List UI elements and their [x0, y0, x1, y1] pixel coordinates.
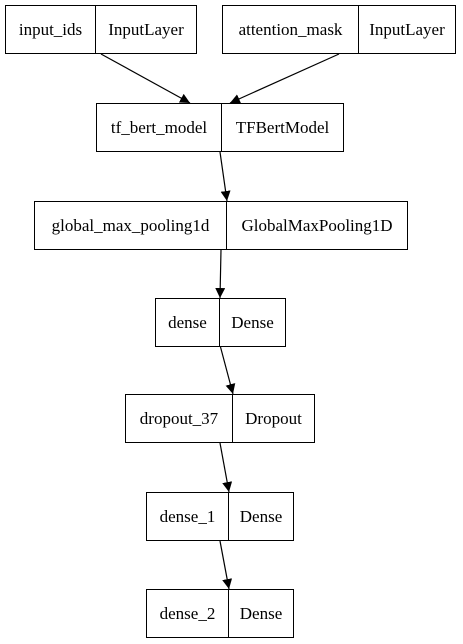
node-name: dense_1	[147, 493, 229, 540]
edge-dense-1-to-dense-2	[219, 540, 233, 590]
node-name: input_ids	[6, 6, 96, 53]
node-dropout-37: dropout_37 Dropout	[125, 394, 315, 443]
node-type: InputLayer	[369, 19, 445, 39]
node-global-max-pooling1d: global_max_pooling1d GlobalMaxPooling1D	[34, 201, 408, 250]
node-type: InputLayer	[108, 19, 184, 39]
edge-dense-to-dropout-37	[219, 346, 236, 395]
node-name: attention_mask	[223, 6, 359, 53]
node-input-ids: input_ids InputLayer	[5, 5, 197, 54]
edge-dropout-37-to-dense-1	[219, 442, 233, 493]
edge-global-max-pooling1d-to-dense	[215, 249, 226, 299]
node-type: Dense	[239, 603, 283, 623]
node-type: Dense	[231, 312, 274, 332]
node-type: GlobalMaxPooling1D	[241, 215, 393, 235]
node-type: Dropout	[245, 408, 302, 428]
edge-tf-bert-model-to-global-max-pooling1d	[219, 151, 231, 202]
node-dense-1: dense_1 Dense	[146, 492, 294, 541]
node-tf-bert-model: tf_bert_model TFBertModel	[96, 103, 344, 152]
edge-input-ids-to-tf-bert-model	[100, 53, 191, 104]
node-type: TFBertModel	[235, 117, 330, 137]
edge-attention-mask-to-tf-bert-model	[229, 53, 340, 104]
node-name: dense_2	[147, 590, 229, 637]
node-name: dense	[156, 299, 220, 346]
node-attention-mask: attention_mask InputLayer	[222, 5, 456, 54]
node-name: dropout_37	[126, 395, 233, 442]
node-name: global_max_pooling1d	[35, 202, 227, 249]
node-dense: dense Dense	[155, 298, 286, 347]
node-name: tf_bert_model	[97, 104, 222, 151]
node-dense-2: dense_2 Dense	[146, 589, 294, 638]
node-type: Dense	[239, 506, 283, 526]
